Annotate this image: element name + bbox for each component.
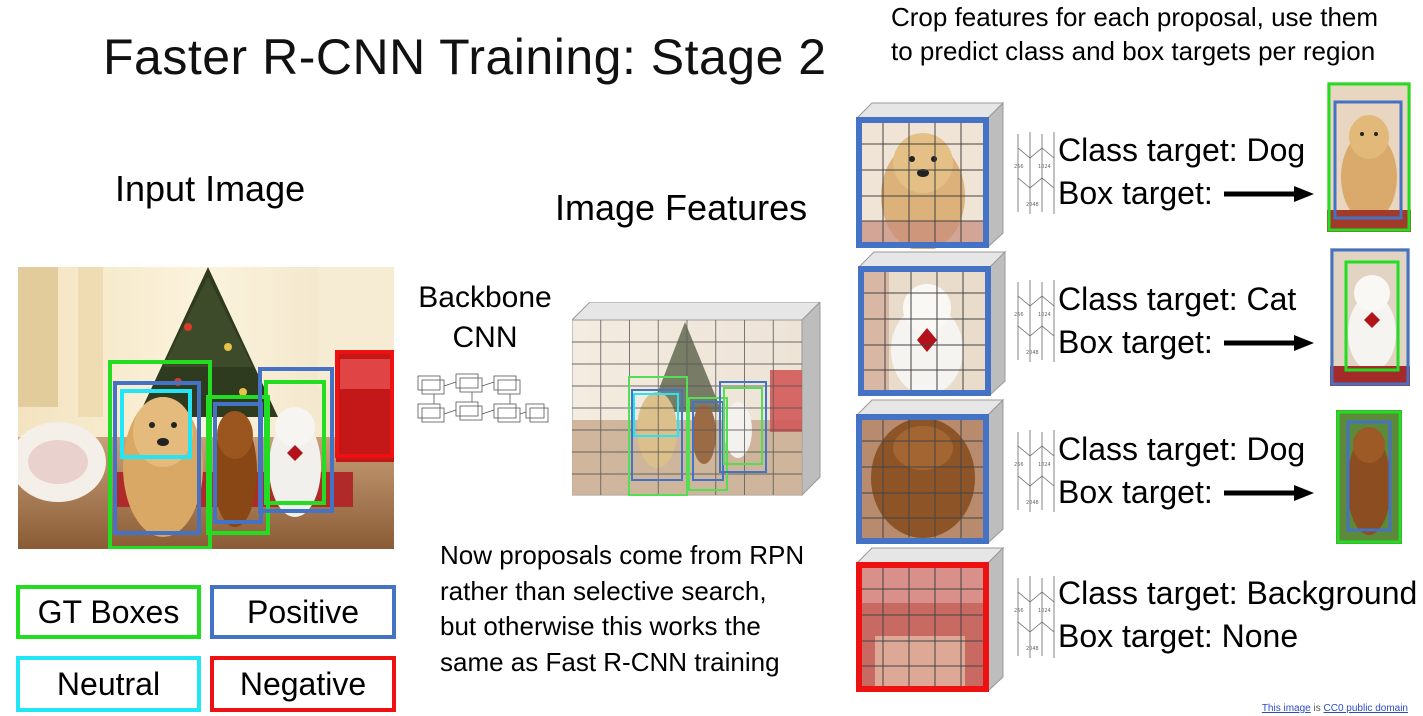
crop-note-line-2: to predict class and box targets per reg… — [891, 36, 1376, 66]
crop-2-graphic — [857, 250, 1007, 397]
mini-net-1-text-c: 2048 — [1026, 202, 1039, 208]
box-target-3: Box target: — [1058, 474, 1213, 510]
region-targets-3: Class target: Dog Box target: — [1058, 428, 1305, 514]
gt-box-brown-dog — [206, 395, 270, 535]
mini-net-3-text-c: 2048 — [1026, 500, 1039, 506]
legend-neutral-label: Neutral — [56, 665, 161, 702]
image-credit: This image is CC0 public domain — [1262, 703, 1408, 714]
mini-net-4: 256 1024 2048 — [1012, 572, 1060, 664]
negative-box — [335, 350, 394, 458]
image-features-label: Image Features — [555, 187, 808, 228]
mini-net-3-text-b: 1024 — [1038, 462, 1051, 468]
backbone-network-graphic — [417, 373, 549, 423]
crop-1-graphic — [855, 101, 1005, 251]
class-target-2: Class target: Cat — [1058, 281, 1297, 317]
region-crop-2 — [857, 250, 1007, 397]
legend-positive: Positive — [210, 585, 396, 639]
mini-net-3: 256 1024 2048 — [1012, 426, 1060, 518]
credit-separator: is — [1310, 703, 1324, 714]
arrow-right-icon — [1224, 186, 1314, 202]
mini-net-2-graphic: 256 1024 2048 — [1014, 280, 1055, 362]
mini-net-4-text-c: 2048 — [1026, 646, 1039, 652]
box-target-1: Box target: — [1058, 175, 1213, 211]
legend-gt-boxes: GT Boxes — [16, 585, 201, 639]
region-crop-3 — [855, 398, 1005, 545]
backbone-cnn-label: Backbone CNN — [414, 278, 556, 358]
legend-positive-label: Positive — [246, 593, 360, 630]
gt-box-cat — [264, 380, 326, 505]
input-image-label: Input Image — [115, 168, 306, 209]
mini-net-2-text-c: 2048 — [1026, 350, 1039, 356]
mini-net-1-text-a: 256 — [1014, 164, 1024, 170]
legend-neutral: Neutral — [16, 656, 201, 712]
mini-net-4-text-a: 256 — [1014, 608, 1024, 614]
slide-title: Faster R-CNN Training: Stage 2 — [103, 29, 827, 85]
region-targets-4: Class target: Background Box target: Non… — [1058, 572, 1417, 658]
credit-license-link[interactable]: CC0 public domain — [1323, 703, 1409, 714]
mini-net-2: 256 1024 2048 — [1012, 276, 1060, 368]
mini-net-1-text-b: 1024 — [1038, 164, 1051, 170]
backbone-network-diagram — [414, 368, 560, 458]
note-line-4: same as Fast R-CNN training — [440, 646, 780, 677]
target-thumb-2 — [1330, 248, 1410, 386]
thumb-1-graphic — [1327, 82, 1411, 232]
mini-net-1: 256 1024 2048 — [1012, 128, 1060, 220]
box-arrow-2 — [1224, 333, 1316, 353]
note-line-2: rather than selective search, — [440, 575, 767, 606]
crop-features-note: Crop features for each proposal, use the… — [891, 0, 1378, 68]
crop-4-graphic — [855, 546, 1005, 693]
legend-negative: Negative — [210, 656, 396, 712]
region-crop-1 — [855, 101, 1005, 251]
target-thumb-1 — [1327, 82, 1411, 232]
box-arrow-1 — [1224, 184, 1316, 204]
region-targets-1: Class target: Dog Box target: — [1058, 129, 1305, 215]
input-image — [18, 267, 394, 549]
positive-box-cat — [258, 367, 334, 513]
gt-box-golden-dog — [108, 360, 212, 549]
mini-net-1-graphic: 256 1024 2048 — [1014, 132, 1055, 214]
feature-map-graphic — [570, 300, 822, 497]
neutral-box — [120, 389, 192, 459]
positive-box-golden-dog — [113, 381, 201, 535]
note-line-3: but otherwise this works the — [440, 611, 761, 641]
positive-box-brown-dog — [213, 402, 263, 524]
backbone-label-line-1: Backbone — [418, 281, 552, 314]
mini-net-3-graphic: 256 1024 2048 — [1014, 430, 1055, 512]
target-thumb-3 — [1336, 410, 1402, 544]
mini-net-4-text-b: 1024 — [1038, 608, 1051, 614]
backbone-label-line-2: CNN — [452, 321, 518, 354]
mini-net-2-text-a: 256 — [1014, 312, 1024, 318]
feature-map-volume — [570, 300, 822, 497]
mini-net-4-graphic: 256 1024 2048 — [1014, 576, 1055, 658]
rpn-note: Now proposals come from RPN rather than … — [440, 538, 804, 680]
mini-net-2-text-b: 1024 — [1038, 312, 1051, 318]
legend-gt-boxes-label: GT Boxes — [37, 593, 180, 630]
note-line-1: Now proposals come from RPN — [440, 540, 805, 570]
box-target-2: Box target: — [1058, 324, 1213, 360]
arrow-right-icon — [1224, 335, 1314, 351]
credit-image-link[interactable]: This image — [1261, 703, 1311, 714]
class-target-4: Class target: Background — [1058, 575, 1418, 611]
crop-note-line-1: Crop features for each proposal, use the… — [891, 2, 1379, 32]
thumb-3-graphic — [1336, 410, 1402, 544]
crop-3-graphic — [855, 398, 1005, 545]
region-targets-2: Class target: Cat Box target: — [1058, 278, 1296, 364]
thumb-2-graphic — [1330, 248, 1410, 386]
box-target-4: Box target: None — [1058, 618, 1299, 654]
class-target-1: Class target: Dog — [1058, 132, 1306, 168]
region-crop-4 — [855, 546, 1005, 693]
class-target-3: Class target: Dog — [1058, 431, 1306, 467]
arrow-right-icon — [1224, 485, 1314, 501]
legend-negative-label: Negative — [239, 665, 367, 702]
mini-net-3-text-a: 256 — [1014, 462, 1024, 468]
box-arrow-3 — [1224, 483, 1316, 503]
